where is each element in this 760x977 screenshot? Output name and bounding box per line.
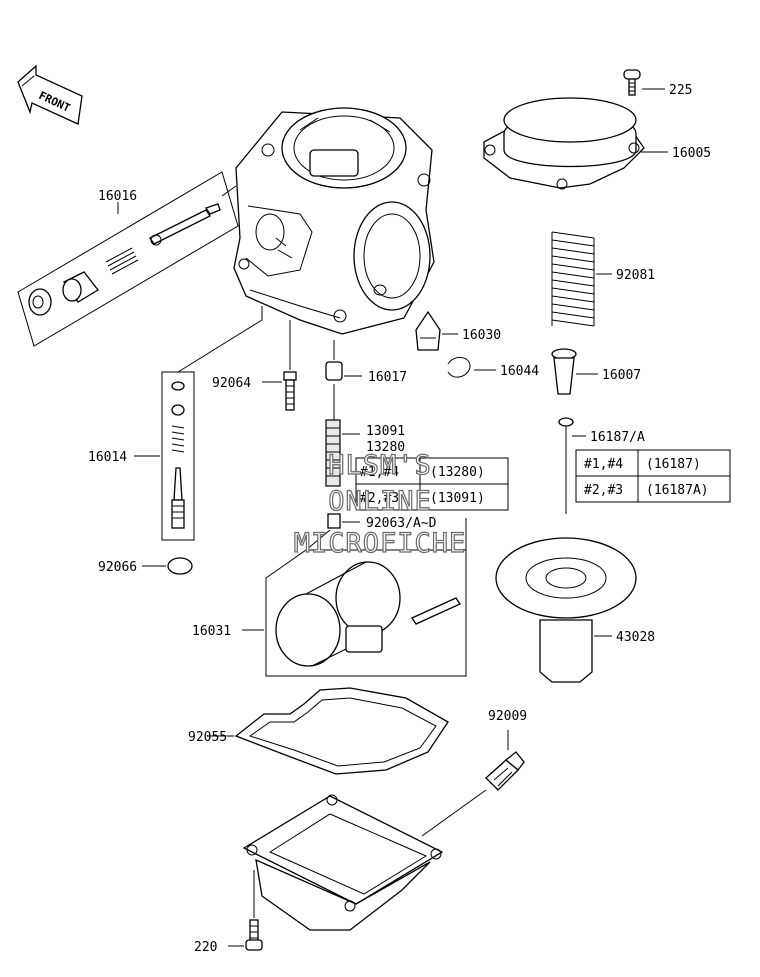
label-92081: 92081 xyxy=(616,268,655,283)
watermark-line2: ONLINE xyxy=(328,486,432,517)
pilot-screw-set-16016: 16016 xyxy=(17,171,239,347)
screw-225: 225 xyxy=(623,69,692,98)
label-16187: 16187/A xyxy=(590,430,645,445)
label-220: 220 xyxy=(194,940,217,955)
label-92064: 92064 xyxy=(212,376,251,391)
label-16044: 16044 xyxy=(500,364,539,379)
cap-92066: 92066 xyxy=(98,557,193,575)
label-92066: 92066 xyxy=(98,560,137,575)
needle-holder-16007: 16007 xyxy=(551,348,641,395)
screw-92064: 92064 xyxy=(212,320,297,411)
label-92055: 92055 xyxy=(188,730,227,745)
carburetor-body xyxy=(221,107,435,335)
label-13280: 13280 xyxy=(366,440,405,455)
front-arrow-icon: FRONT xyxy=(17,64,83,125)
jet-table-row2-col1: #2,#3 xyxy=(360,491,399,506)
label-43028: 43028 xyxy=(616,630,655,645)
label-16017: 16017 xyxy=(368,370,407,385)
label-16014: 16014 xyxy=(88,450,127,465)
float-bowl xyxy=(242,794,444,931)
watermark-line3: MICROFICHE xyxy=(294,528,467,559)
spring-92081: 92081 xyxy=(551,231,655,327)
needle-table-row2-col1: #2,#3 xyxy=(584,483,623,498)
watermark: HLSM'S ONLINE MICROFICHE xyxy=(293,449,467,559)
vacuum-piston-43028: 43028 xyxy=(495,537,655,683)
label-13091: 13091 xyxy=(366,424,405,439)
pilot-jet-set-16014: 16014 xyxy=(88,306,263,541)
needle-jet-holder-16017: 16017 xyxy=(325,340,407,385)
label-92063: 92063/A~D xyxy=(366,516,437,531)
jet-needle-16187: 16187/A xyxy=(558,417,645,514)
float-16031: 16031 xyxy=(192,518,467,677)
label-225: 225 xyxy=(669,83,692,98)
label-16005: 16005 xyxy=(672,146,711,161)
label-16016: 16016 xyxy=(98,189,137,204)
jet-table-row1-col1: #1,#4 xyxy=(360,465,399,480)
jet-table-row1-col2: (13280) xyxy=(430,465,485,480)
needle-application-table: #1,#4 (16187) #2,#3 (16187A) xyxy=(575,449,731,503)
float-valve-16030: 16030 xyxy=(415,310,501,351)
label-16031: 16031 xyxy=(192,624,231,639)
needle-table-row2-col2: (16187A) xyxy=(646,483,709,498)
watermark-line1: HLSM'S xyxy=(328,450,432,481)
label-92009: 92009 xyxy=(488,709,527,724)
clip-16044: 16044 xyxy=(447,357,539,379)
drain-screw-92009: 92009 xyxy=(421,709,527,837)
needle-table-row1-col1: #1,#4 xyxy=(584,457,623,472)
screw-220: 220 xyxy=(194,870,263,955)
label-16030: 16030 xyxy=(462,328,501,343)
needle-jet-13091: 13091 13280 xyxy=(325,384,405,487)
top-cover-16005: 16005 xyxy=(483,97,711,190)
needle-table-row1-col2: (16187) xyxy=(646,457,701,472)
jet-table-row2-col2: (13091) xyxy=(430,491,485,506)
gasket-92055: 92055 xyxy=(188,687,449,775)
label-16007: 16007 xyxy=(602,368,641,383)
jet-application-table: #1,#4 (13280) #2,#3 (13091) xyxy=(355,457,509,511)
main-jet-92063: 92063/A~D xyxy=(327,513,437,531)
